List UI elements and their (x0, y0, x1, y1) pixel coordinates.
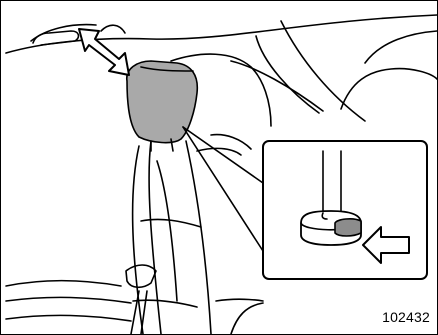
release-button (335, 219, 361, 236)
figure-id-label: 102432 (382, 309, 430, 325)
magnifier-callout-box (263, 141, 427, 279)
car-interior-outline (6, 15, 437, 126)
seat-back (6, 135, 263, 334)
double-headed-arrow-icon (79, 29, 129, 75)
headrest (127, 61, 198, 151)
seatbelt-buckle (126, 265, 156, 287)
